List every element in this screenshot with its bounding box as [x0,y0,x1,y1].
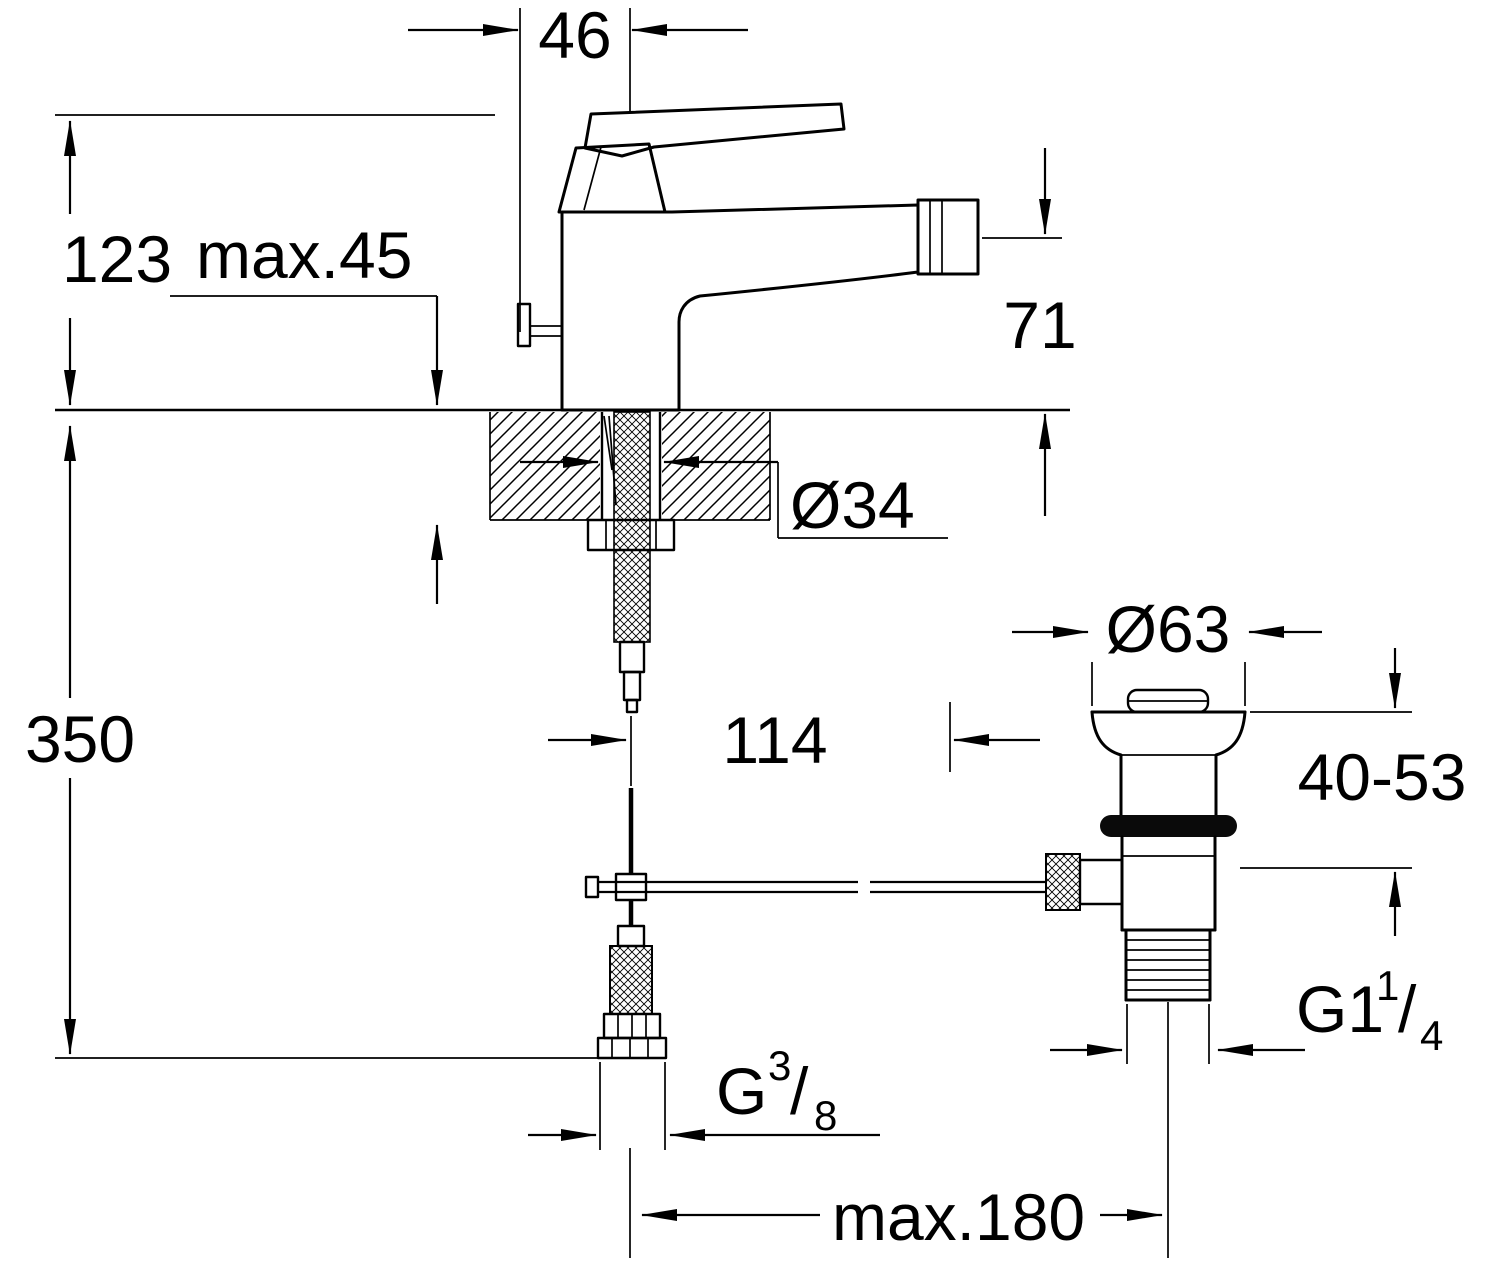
faucet-front-view [516,102,980,412]
dimension-max180: max.180 [629,1002,1169,1258]
dimension-g1-quarter: G1 1 / 4 [1050,940,1443,1064]
dimension-40-53: 40-53 [1240,648,1466,936]
thread-slash: / [790,1054,809,1128]
thread-numerator: 1 [1376,962,1399,1009]
dim-label-40-53: 40-53 [1298,740,1467,814]
dimension-114: 114 [548,702,1040,777]
deck-hatch-right [662,412,770,520]
thread-denominator: 8 [814,1092,837,1139]
stud-tip [625,698,639,714]
pop-up-rod-linkage [584,788,1046,926]
body-and-spout [560,203,920,412]
dim-label-dia63: Ø63 [1106,592,1231,666]
thread-denominator: 4 [1420,1012,1443,1059]
dome-facet-line [583,146,602,211]
dimension-350: 350 [25,425,600,1059]
dim-label-max45: max.45 [196,218,412,292]
dim-label-350: 350 [25,702,135,776]
deck-hatch-left [490,412,600,520]
thread-base: G1 [1296,972,1384,1046]
rod-clamp-fitting [614,872,648,902]
dim-label-g-three-eighths: G 3 / 8 [716,1020,837,1139]
dim-label-46: 46 [538,0,611,72]
shank-wedge-1 [603,415,613,471]
dim-label-71: 71 [1003,288,1076,362]
hose-collar [616,924,646,948]
dim-label-max180: max.180 [832,1180,1085,1254]
flange-left-profile [1090,710,1123,817]
knurled-coupler [1045,853,1081,911]
dimension-46: 46 [408,0,748,332]
dim-label-123: 123 [62,222,172,296]
dim-label-g1-quarter: G1 1 / 4 [1296,940,1443,1059]
mounting-nut [586,518,676,552]
mounting-deck-section [55,408,1070,521]
thread-slash: / [1398,972,1417,1046]
dim-label-dia34: Ø34 [790,468,915,542]
stud-step-2 [622,670,642,702]
popup-pull-knob [516,302,532,348]
hose-nut-lower [596,1036,668,1060]
dimension-max45: max.45 [170,218,443,604]
drain-waste-assembly [1045,688,1247,1002]
lever-handle [583,102,846,158]
dimension-71: 71 [982,148,1077,516]
stud-step-1 [618,640,646,674]
sealing-oring [1100,815,1237,837]
thread-numerator: 3 [768,1042,791,1089]
flange-right-profile [1214,710,1247,817]
dimension-123: 123 [55,114,495,406]
thread-base: G [716,1054,767,1128]
spout-aerator [916,198,980,276]
dimension-dia63: Ø63 [1012,592,1322,706]
shank-wedge-2 [608,415,617,506]
dim-label-114: 114 [722,703,827,777]
hose-braided-section [609,945,653,1015]
dimension-dia34: Ø34 [520,456,948,542]
supply-hose [596,924,668,1060]
dimension-g-three-eighths: G 3 / 8 [528,1020,880,1150]
mounting-shank [586,411,676,786]
threaded-stud [613,411,651,643]
rod-end-cap [584,875,600,899]
